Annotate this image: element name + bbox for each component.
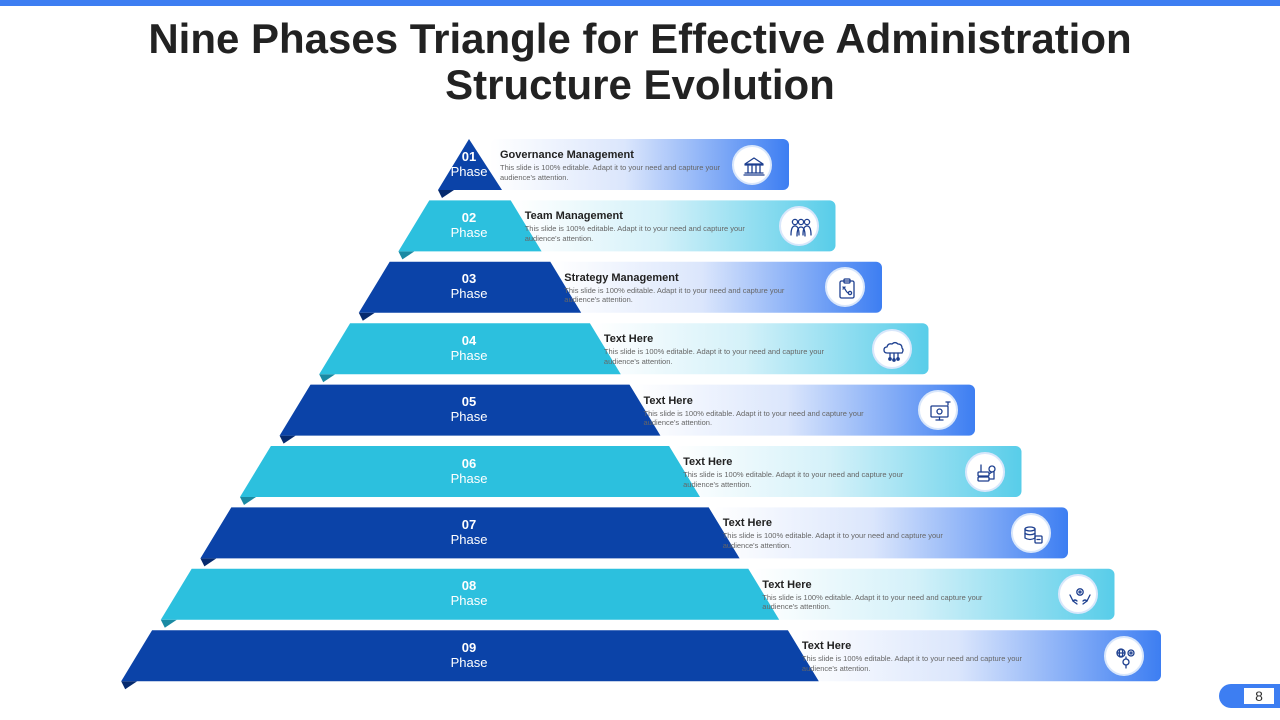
phase-fold-06 — [240, 497, 256, 505]
phase-fold-09 — [121, 681, 138, 690]
phase-description: This slide is 100% editable. Adapt it to… — [500, 163, 721, 182]
phase-number: 07 — [461, 516, 477, 532]
phase-band-08 — [752, 568, 1115, 620]
pyramid-tier-01 — [438, 139, 502, 190]
phase-icon-badge — [1011, 512, 1051, 553]
phase-band-02 — [514, 200, 836, 252]
phase-heading: Text Here — [722, 517, 773, 530]
phase-description: This slide is 100% editable. Adapt it to… — [683, 470, 904, 489]
phase-description: This slide is 100% editable. Adapt it to… — [643, 408, 864, 428]
team-people-icon — [789, 218, 812, 237]
phase-word: Phase — [450, 593, 488, 609]
phase-heading: Text Here — [683, 456, 733, 468]
server-network-icon — [976, 463, 996, 482]
slide-title-line-2: Structure Evolution — [445, 61, 835, 108]
phase-heading: Governance Management — [500, 149, 634, 161]
phase-word: Phase — [450, 163, 488, 179]
phase-word: Phase — [450, 531, 488, 547]
phase-heading: Text Here — [762, 578, 812, 591]
phase-heading: Text Here — [603, 333, 654, 346]
phase-heading: Team Management — [524, 210, 623, 223]
phase-band-06 — [673, 446, 1022, 497]
page-number: 8 — [1244, 688, 1274, 704]
phase-fold-04 — [319, 374, 336, 383]
pyramid-tier-02 — [398, 200, 542, 252]
phase-word: Phase — [450, 409, 488, 425]
globe-gears-icon — [1116, 648, 1135, 669]
phase-icon-badge — [732, 144, 772, 185]
phase-heading: Text Here — [801, 640, 852, 653]
phase-icon-badge — [1104, 635, 1144, 676]
phase-heading: Text Here — [643, 394, 693, 407]
phase-word: Phase — [450, 654, 488, 670]
pyramid-tier-09 — [121, 630, 819, 682]
strategy-clipboard-icon — [839, 278, 855, 299]
phase-icon-badge — [1057, 574, 1098, 615]
phase-word: Phase — [450, 347, 488, 363]
government-building-icon — [743, 156, 765, 176]
phase-heading: Strategy Management — [564, 271, 679, 284]
phase-icon-badge — [871, 328, 912, 369]
phase-description: This slide is 100% editable. Adapt it to… — [603, 347, 825, 366]
phase-band-09 — [791, 630, 1161, 682]
phase-fold-05 — [279, 435, 296, 444]
phase-word: Phase — [450, 224, 488, 240]
phase-icon-badge — [918, 390, 958, 431]
phase-description: This slide is 100% editable. Adapt it to… — [762, 592, 983, 612]
slide-title: Nine Phases Triangle for Effective Admin… — [40, 16, 1240, 108]
database-process-icon — [1024, 526, 1043, 544]
phase-description: This slide is 100% editable. Adapt it to… — [564, 285, 785, 305]
phase-fold-01 — [438, 190, 454, 198]
phase-fold-07 — [200, 558, 217, 567]
phase-fold-03 — [358, 312, 375, 321]
pyramid-tier-06 — [240, 446, 700, 497]
phase-number: 09 — [461, 639, 477, 655]
phase-fold-02 — [398, 251, 415, 260]
phase-band-04 — [593, 323, 929, 375]
phase-band-07 — [712, 507, 1068, 559]
pyramid-tier-07 — [200, 507, 740, 559]
phase-description: This slide is 100% editable. Adapt it to… — [524, 224, 745, 243]
phase-number: 04 — [461, 332, 477, 348]
top-accent-bar — [0, 0, 1280, 6]
phase-word: Phase — [450, 470, 488, 486]
phase-number: 02 — [461, 209, 477, 225]
monitor-settings-icon — [930, 401, 951, 421]
phase-word: Phase — [450, 286, 488, 302]
phase-band-01 — [490, 139, 789, 190]
pyramid-tier-03 — [358, 261, 582, 313]
hands-gear-icon — [1068, 588, 1091, 605]
phase-icon-badge — [825, 267, 865, 308]
phase-description: This slide is 100% editable. Adapt it to… — [722, 531, 943, 550]
phase-fold-08 — [160, 619, 177, 628]
phase-number: 01 — [461, 148, 477, 164]
phase-icon-badge — [964, 451, 1005, 492]
phase-number: 06 — [461, 455, 477, 471]
phase-band-05 — [633, 384, 975, 436]
phase-description: This slide is 100% editable. Adapt it to… — [801, 654, 1023, 673]
pyramid-tier-08 — [160, 568, 780, 620]
brain-cloud-icon — [882, 341, 904, 362]
phase-number: 08 — [461, 578, 477, 594]
phase-band-03 — [554, 261, 882, 313]
pyramid-tier-05 — [279, 384, 661, 436]
slide-title-line-1: Nine Phases Triangle for Effective Admin… — [148, 15, 1132, 62]
pyramid-tier-04 — [319, 323, 621, 375]
phase-icon-badge — [778, 205, 819, 246]
phase-number: 03 — [461, 271, 477, 287]
phase-number: 05 — [461, 394, 477, 410]
